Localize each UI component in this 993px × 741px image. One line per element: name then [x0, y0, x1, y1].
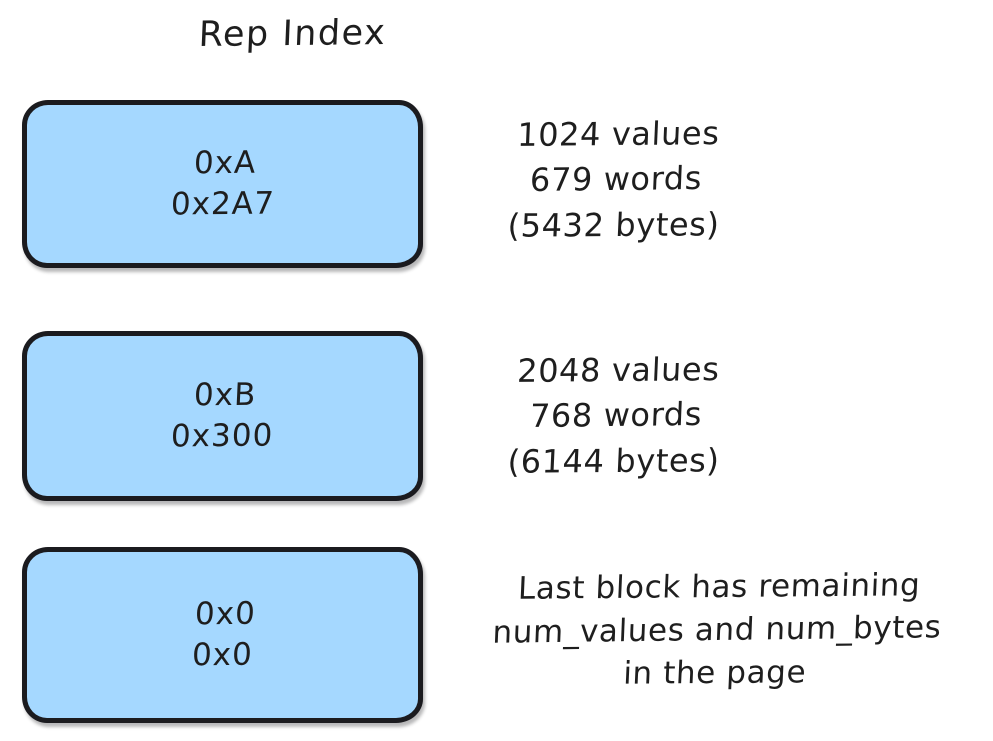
block-1-annotation-bytes: (5432 bytes)	[506, 205, 721, 245]
block-3-annotation-line-2: num_values and num_bytes	[491, 609, 943, 651]
block-1-annotation-values: 1024 values	[516, 114, 721, 154]
block-2-annotation: 2048 values 768 words (6144 bytes)	[436, 348, 795, 484]
block-2-annotation-words: 768 words	[529, 395, 703, 436]
block-2-line-2: 0x300	[170, 417, 275, 455]
block-2-line-1: 0xB	[193, 376, 258, 414]
block-3-line-2: 0x0	[191, 636, 254, 674]
page-title: Rep Index	[197, 13, 388, 55]
block-3-line-1: 0x0	[194, 595, 257, 633]
block-3-annotation: Last block has remaining num_values and …	[440, 566, 993, 694]
block-2-annotation-values: 2048 values	[516, 350, 721, 390]
block-1-annotation: 1024 values 679 words (5432 bytes)	[436, 112, 795, 248]
rep-index-block-3[interactable]: 0x0 0x0	[22, 547, 423, 723]
block-3-annotation-line-3: in the page	[622, 653, 808, 692]
block-1-line-1: 0xA	[193, 144, 258, 182]
block-3-annotation-line-1: Last block has remaining	[517, 567, 922, 607]
block-1-line-2: 0x2A7	[169, 185, 276, 223]
rep-index-block-1[interactable]: 0xA 0x2A7	[22, 100, 423, 268]
block-2-annotation-bytes: (6144 bytes)	[506, 441, 721, 481]
rep-index-block-2[interactable]: 0xB 0x300	[22, 331, 423, 501]
block-1-annotation-words: 679 words	[529, 159, 703, 200]
